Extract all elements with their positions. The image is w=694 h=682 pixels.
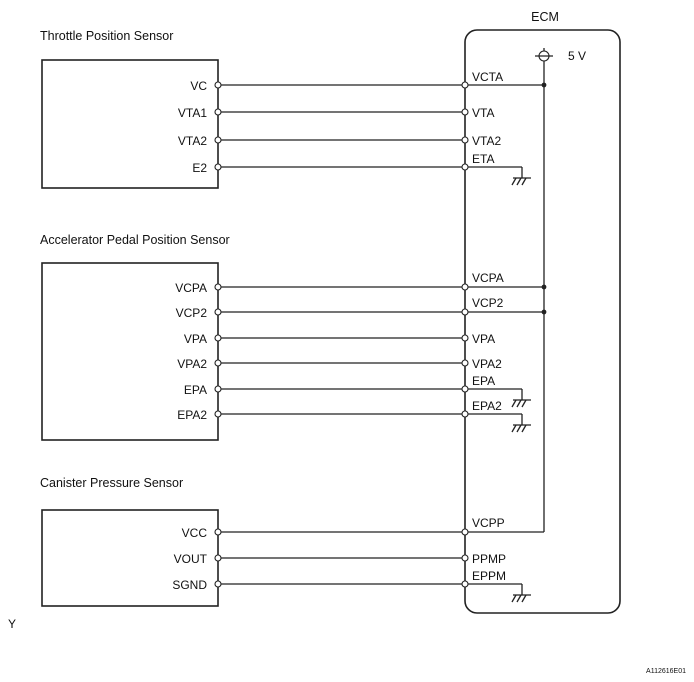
pin-label: VCPA [175, 281, 207, 295]
ground-icon [511, 424, 531, 433]
accel-sensor-title: Accelerator Pedal Position Sensor [40, 233, 230, 247]
ecm-pin-label: EPA [472, 374, 495, 388]
terminals [214, 81, 469, 588]
pin-label: E2 [192, 161, 207, 175]
pin-label: VPA2 [177, 357, 207, 371]
ecm-label: ECM [531, 10, 559, 24]
pin-label: VCP2 [176, 306, 208, 320]
ecm-pin-label: EPPM [472, 569, 506, 583]
pin-label: VPA [184, 332, 207, 346]
ecm-pin-label: VCP2 [472, 296, 504, 310]
throttle-sensor-title: Throttle Position Sensor [40, 29, 173, 43]
pin-label: EPA [184, 383, 207, 397]
ecm-pin-label: VCPP [472, 516, 505, 530]
pin-label: VTA2 [178, 134, 207, 148]
ecm-pin-label: EPA2 [472, 399, 502, 413]
ground-icon [511, 177, 531, 186]
ground-icon [511, 594, 531, 603]
figure-code: A112616E01 [646, 668, 686, 675]
canister-sensor-title: Canister Pressure Sensor [40, 476, 183, 490]
ground-icon [511, 399, 531, 408]
ecm-pin-label: ETA [472, 152, 494, 166]
pin-label: VCC [182, 526, 208, 540]
ecm-pin-label: VPA [472, 332, 495, 346]
pin-label: VC [190, 79, 207, 93]
ecm-pin-label: VPA2 [472, 357, 502, 371]
stray-mark: Y [8, 617, 16, 631]
pin-label: SGND [172, 578, 207, 592]
ecm-pin-label: VCPA [472, 271, 504, 285]
supply-5v-icon [535, 48, 553, 64]
throttle-sensor-box [41, 59, 219, 189]
accel-sensor-box [41, 262, 219, 441]
supply-label: 5 V [568, 49, 586, 63]
ecm-pin-label: VTA2 [472, 134, 501, 148]
ecm-pin-label: VCTA [472, 70, 503, 84]
canister-sensor-box [41, 509, 219, 607]
ecm-internal-wires [465, 84, 544, 595]
pin-label: VOUT [174, 552, 208, 566]
ecm-pin-label: VTA [472, 106, 494, 120]
ecm-pin-label: PPMP [472, 552, 506, 566]
ecm-box [464, 29, 621, 614]
pin-label: EPA2 [177, 408, 207, 422]
junction-dots [541, 82, 547, 315]
wires [218, 84, 465, 585]
pin-label: VTA1 [178, 106, 207, 120]
